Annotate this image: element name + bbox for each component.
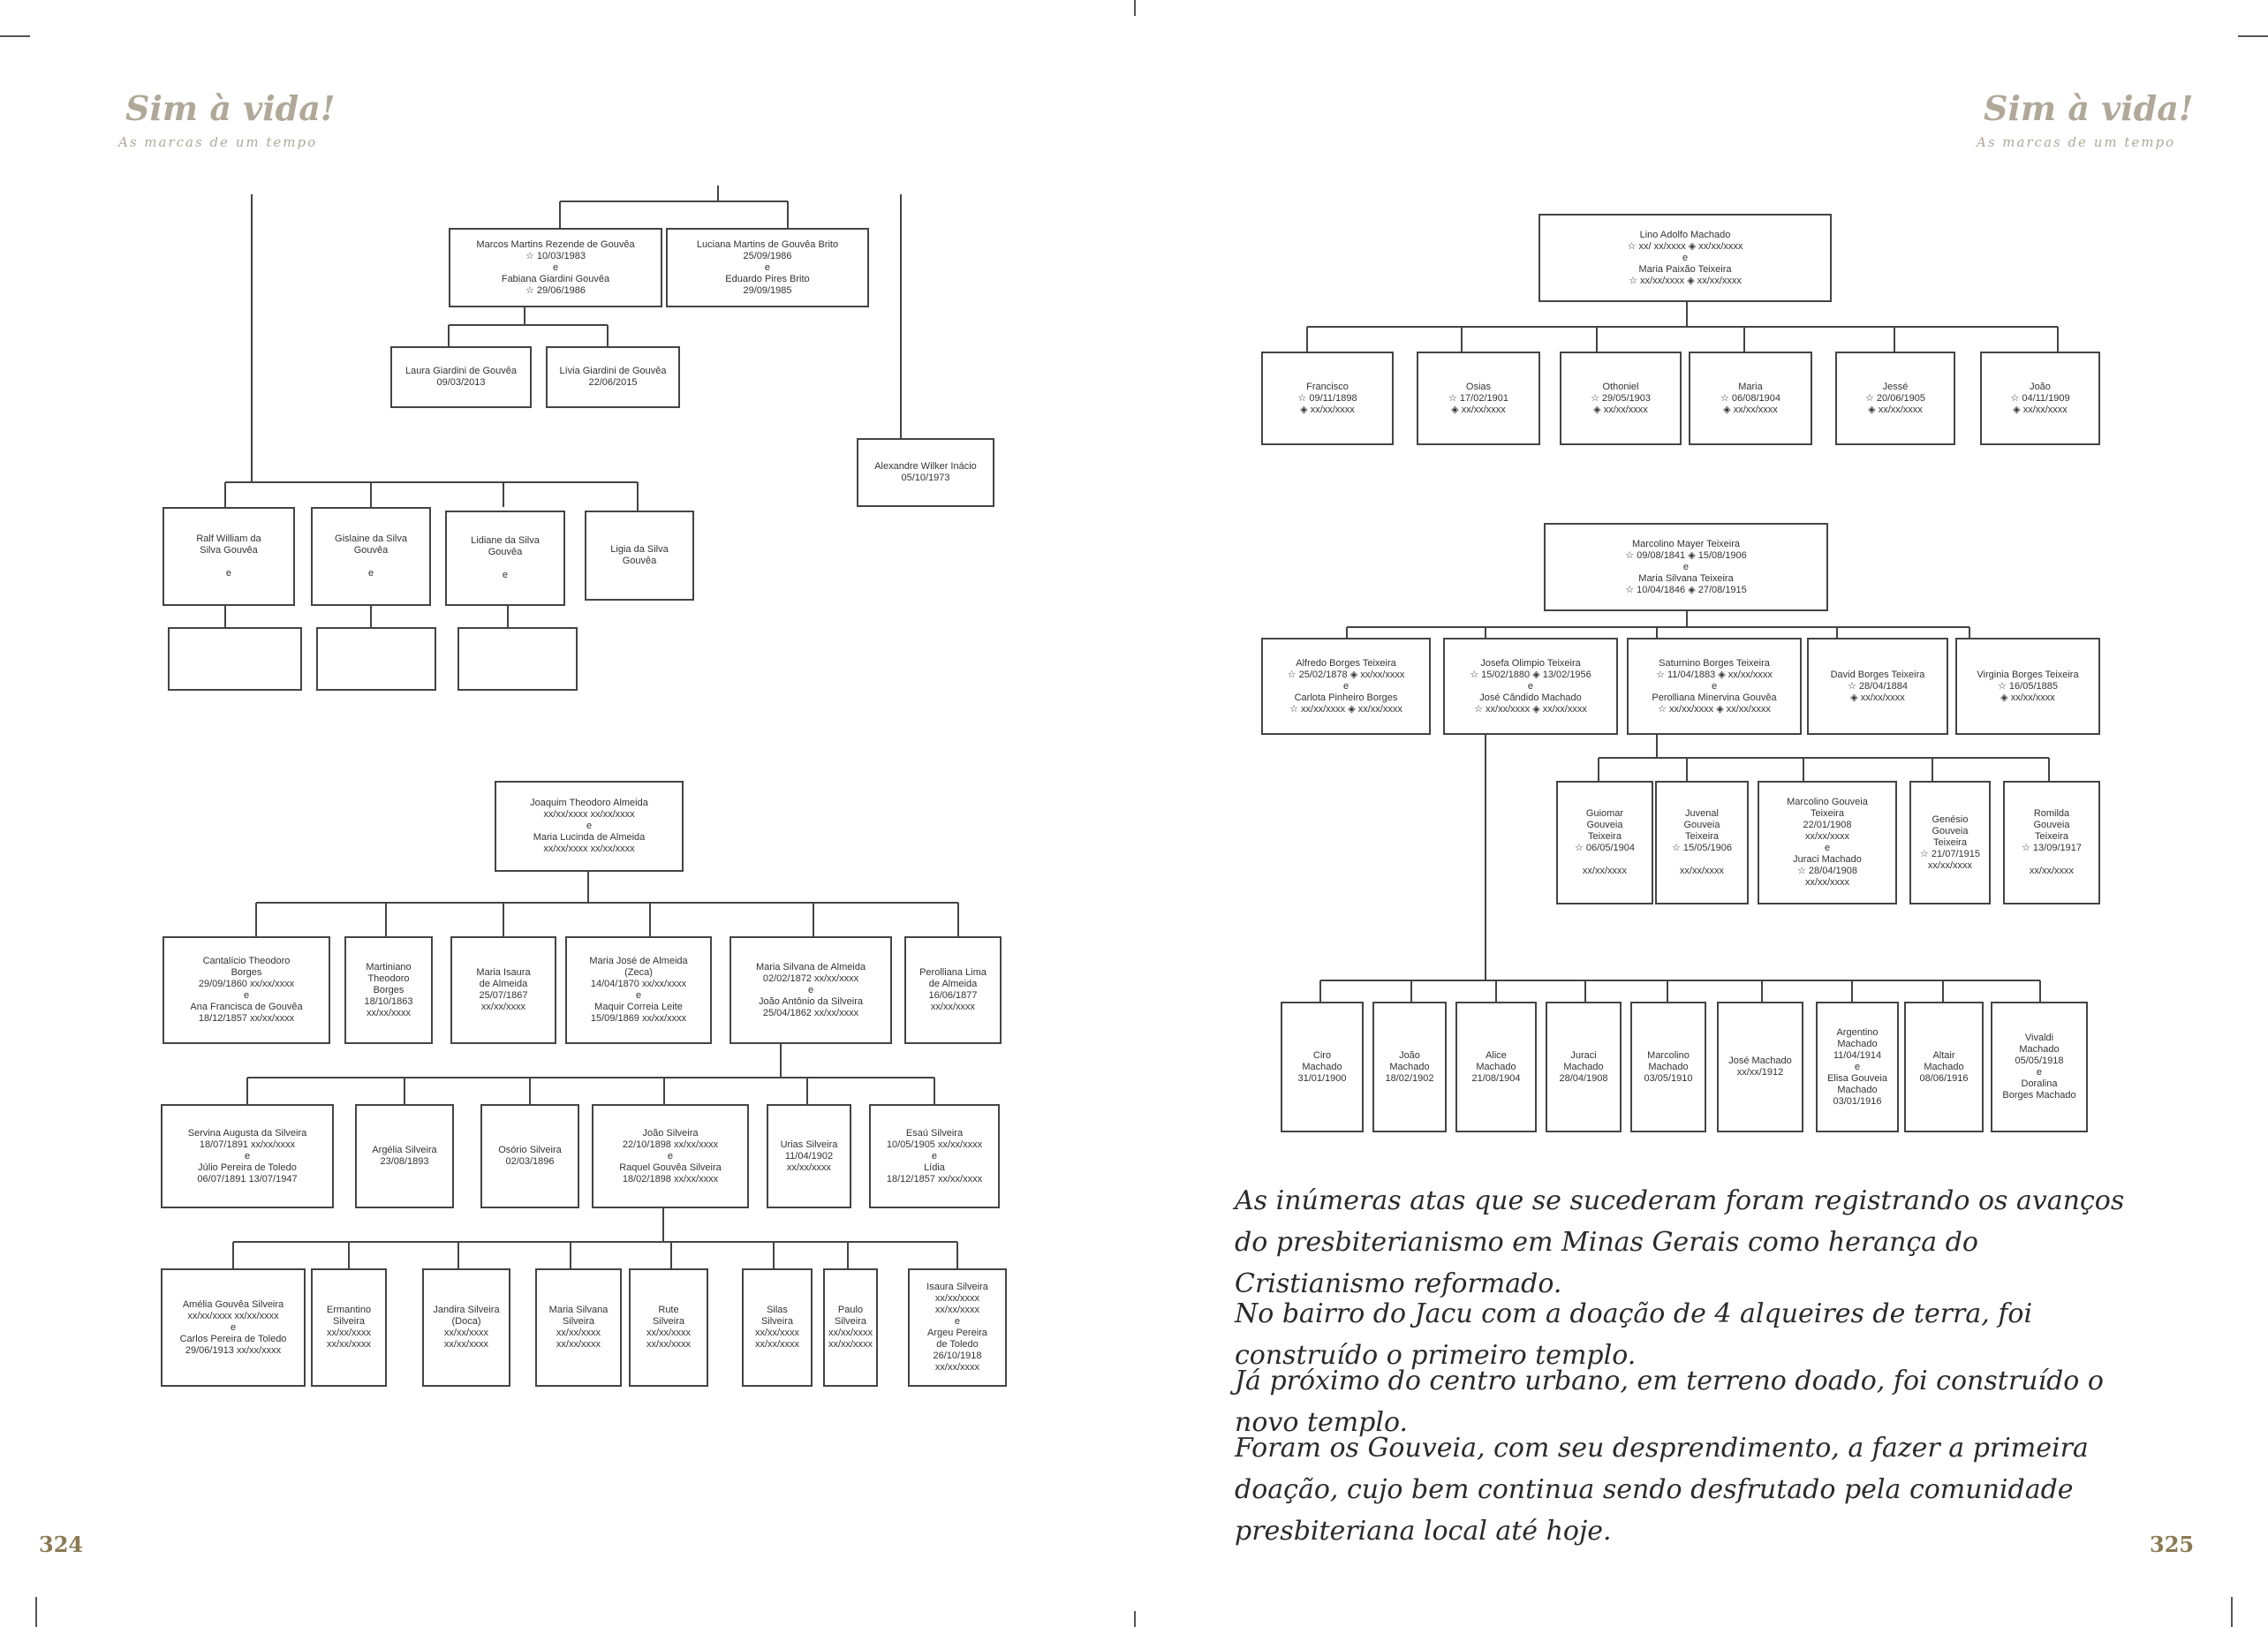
person-box-ligia: Ligia da Silva Gouvêa (585, 511, 694, 601)
paragraph-3: Já próximo do centro urbano, em terreno … (1235, 1366, 2104, 1438)
person-box-francisco: Francisco ☆ 09/11/1898 ◈ xx/xx/xxxx (1261, 352, 1394, 445)
person-box-livia: Lívia Giardini de Gouvêa 22/06/2015 (546, 346, 680, 408)
person-box-marcolino-gouveia: Marcolino Gouveia Teixeira 22/01/1908 xx… (1758, 781, 1897, 904)
person-box-joao-machado: João Machado 18/02/1902 (1372, 1002, 1447, 1132)
right-header-title: Sim à vida! (1984, 88, 2194, 128)
person-box-maria-silvana-almeida: Maria Silvana de Almeida 02/02/1872 xx/x… (730, 936, 892, 1044)
person-box-guiomar: Guiomar Gouveia Teixeira ☆ 06/05/1904 xx… (1556, 781, 1653, 904)
person-box-virginia: Virginia Borges Teixeira ☆ 16/05/1885 ◈ … (1955, 638, 2100, 735)
left-page-number: 324 (39, 1532, 84, 1557)
crop-mark (2231, 1597, 2233, 1627)
person-box-jandira: Jandira Silveira (Doca) xx/xx/xxxx xx/xx… (422, 1268, 510, 1387)
person-box-saturnino: Saturnino Borges Teixeira ☆ 11/04/1883 ◈… (1627, 638, 1802, 735)
person-box-urias: Urias Silveira 11/04/1902 xx/xx/xxxx (767, 1104, 851, 1208)
left-header-subtitle: As marcas de um tempo (118, 134, 318, 150)
crop-mark (1134, 1611, 1136, 1627)
person-box-lino: Lino Adolfo Machado ☆ xx/ xx/xxxx ◈ xx/x… (1538, 214, 1832, 302)
person-box-empty (457, 627, 578, 691)
person-box-luciana: Luciana Martins de Gouvêa Brito 25/09/19… (666, 228, 869, 307)
person-box-empty (168, 627, 302, 691)
person-box-alice: Alice Machado 21/08/1904 (1455, 1002, 1537, 1132)
person-box-marcos: Marcos Martins Rezende de Gouvêa ☆ 10/03… (449, 228, 662, 307)
right-header-subtitle: As marcas de um tempo (1977, 134, 2176, 150)
person-box-empty (316, 627, 436, 691)
person-box-romilda: Romilda Gouveia Teixeira ☆ 13/09/1917 xx… (2003, 781, 2100, 904)
person-box-gislaine: Gislaine da Silva Gouvêa e (311, 507, 431, 606)
person-box-juvenal: Juvenal Gouveia Teixeira ☆ 15/05/1906 xx… (1655, 781, 1749, 904)
person-box-joaquim: Joaquim Theodoro Almeida xx/xx/xxxx xx/x… (495, 781, 684, 872)
person-box-joao-silveira: João Silveira 22/10/1898 xx/xx/xxxx e Ra… (592, 1104, 749, 1208)
paragraph-2: No bairro do Jacu com a doação de 4 alqu… (1235, 1298, 2033, 1371)
person-box-marcolino-mayer: Marcolino Mayer Teixeira ☆ 09/08/1841 ◈ … (1544, 523, 1828, 611)
person-box-argentino: Argentino Machado 11/04/1914 e Elisa Gou… (1816, 1002, 1899, 1132)
person-box-othoniel: Othoniel ☆ 29/05/1903 ◈ xx/xx/xxxx (1560, 352, 1682, 445)
crop-mark (1134, 0, 1136, 16)
paragraph-1: As inúmeras atas que se sucederam foram … (1235, 1185, 2125, 1299)
person-box-altair: Altair Machado 08/06/1916 (1904, 1002, 1984, 1132)
person-box-joao: João ☆ 04/11/1909 ◈ xx/xx/xxxx (1980, 352, 2100, 445)
person-box-ciro: Ciro Machado 31/01/1900 (1281, 1002, 1364, 1132)
person-box-paulo: Paulo Silveira xx/xx/xxxx xx/xx/xxxx (823, 1268, 878, 1387)
person-box-perolliana: Perolliana Lima de Almeida 16/06/1877 xx… (904, 936, 1002, 1044)
person-box-ermantino: Ermantino Silveira xx/xx/xxxx xx/xx/xxxx (311, 1268, 387, 1387)
person-box-osias: Osias ☆ 17/02/1901 ◈ xx/xx/xxxx (1417, 352, 1540, 445)
person-box-maria: Maria ☆ 06/08/1904 ◈ xx/xx/xxxx (1689, 352, 1812, 445)
person-box-maria-silvana-silveira: Maria Silvana Silveira xx/xx/xxxx xx/xx/… (535, 1268, 622, 1387)
person-box-alfredo: Alfredo Borges Teixeira ☆ 25/02/1878 ◈ x… (1261, 638, 1431, 735)
person-box-argelia: Argélia Silveira 23/08/1893 (355, 1104, 454, 1208)
person-box-ralf: Ralf William da Silva Gouvêa e (163, 507, 295, 606)
person-box-maria-isaura: Maria Isaura de Almeida 25/07/1867 xx/xx… (450, 936, 556, 1044)
person-box-servina: Servina Augusta da Silveira 18/07/1891 x… (161, 1104, 334, 1208)
person-box-marcolino-machado: Marcolino Machado 03/05/1910 (1630, 1002, 1706, 1132)
person-box-jesse: Jessé ☆ 20/06/1905 ◈ xx/xx/xxxx (1835, 352, 1955, 445)
person-box-isaura: Isaura Silveira xx/xx/xxxx xx/xx/xxxx e … (908, 1268, 1007, 1387)
crop-mark (2238, 35, 2268, 37)
person-box-juraci: Juraci Machado 28/04/1908 (1546, 1002, 1622, 1132)
person-box-rute: Rute Silveira xx/xx/xxxx xx/xx/xxxx (629, 1268, 708, 1387)
person-box-maria-jose: Maria José de Almeida (Zeca) 14/04/1870 … (565, 936, 712, 1044)
crop-mark (0, 35, 30, 37)
person-box-amelia: Amélia Gouvêa Silveira xx/xx/xxxx xx/xx/… (161, 1268, 306, 1387)
paragraph-4: Foram os Gouveia, com seu desprendimento… (1235, 1433, 2089, 1547)
person-box-martiniano: Martiniano Theodoro Borges 18/10/1863 xx… (344, 936, 433, 1044)
person-box-genesio: Genésio Gouveia Teixeira ☆ 21/07/1915 xx… (1909, 781, 1991, 904)
person-box-esau: Esaú Silveira 10/05/1905 xx/xx/xxxx e Lí… (869, 1104, 1000, 1208)
person-box-lidiane: Lidiane da Silva Gouvêa e (445, 511, 565, 606)
person-box-laura: Laura Giardini de Gouvêa 09/03/2013 (390, 346, 532, 408)
person-box-silas: Silas Silveira xx/xx/xxxx xx/xx/xxxx (742, 1268, 813, 1387)
person-box-vivaldi: Vivaldi Machado 05/05/1918 e Doralina Bo… (1991, 1002, 2088, 1132)
person-box-alexandre: Alexandre Wilker Inácio 05/10/1973 (857, 438, 994, 507)
right-page-number: 325 (2150, 1532, 2195, 1557)
crop-mark (35, 1597, 37, 1627)
person-box-cantalicio: Cantalício Theodoro Borges 29/09/1860 xx… (163, 936, 330, 1044)
person-box-jose-machado: José Machado xx/xx/1912 (1717, 1002, 1803, 1132)
person-box-josefa: Josefa Olimpio Teixeira ☆ 15/02/1880 ◈ 1… (1443, 638, 1618, 735)
left-header-title: Sim à vida! (125, 88, 336, 128)
person-box-david: David Borges Teixeira ☆ 28/04/1884 ◈ xx/… (1807, 638, 1948, 735)
person-box-osorio: Osório Silveira 02/03/1896 (480, 1104, 579, 1208)
